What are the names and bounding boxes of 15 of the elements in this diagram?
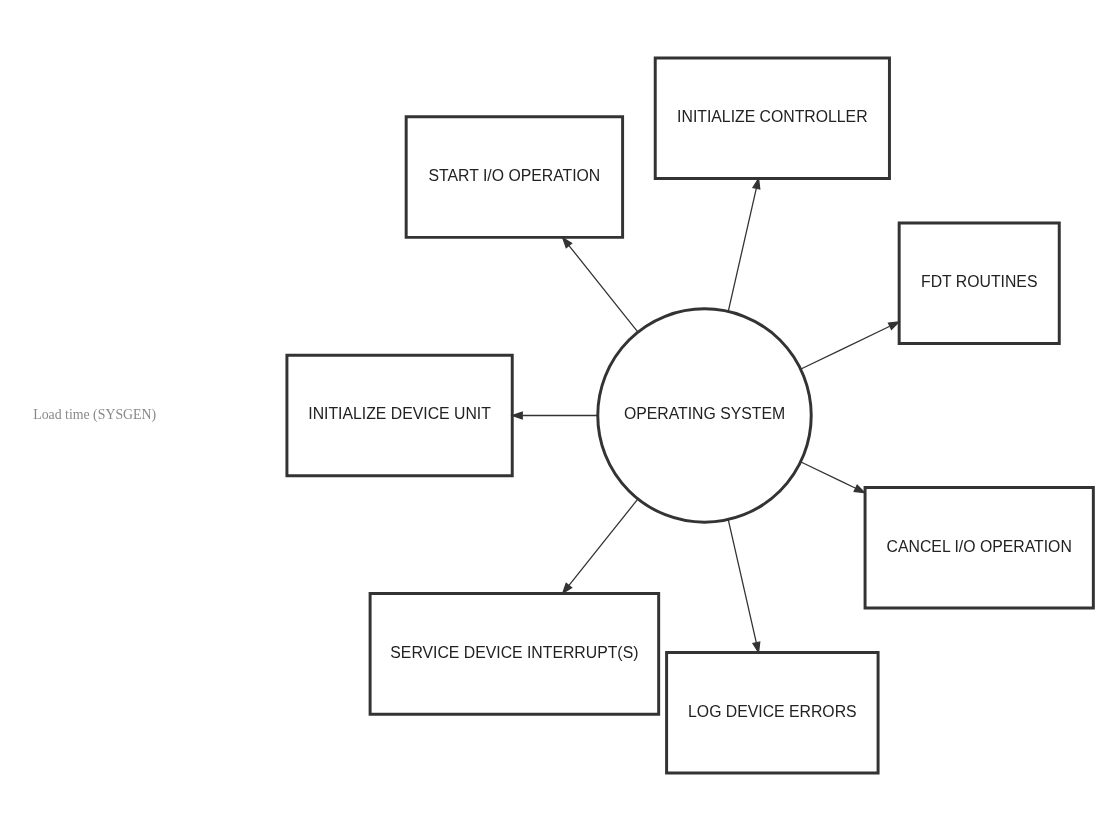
arrow xyxy=(727,518,761,654)
node-box: CANCEL I/O OPERATION xyxy=(863,485,1095,610)
node-box: INITIALIZE DEVICE UNIT xyxy=(285,353,514,477)
node-circle: OPERATING SYSTEM xyxy=(596,306,813,524)
arrow xyxy=(561,498,639,595)
arrow xyxy=(510,410,599,420)
label: Load time (SYSGEN) xyxy=(33,406,157,422)
node-box: SERVICE DEVICE INTERRUPT(S) xyxy=(368,591,661,716)
arrow xyxy=(561,235,639,332)
node-box: LOG DEVICE ERRORS xyxy=(665,650,880,775)
node-box: INITIALIZE CONTROLLER xyxy=(653,55,891,180)
node-box: START I/O OPERATION xyxy=(404,114,625,239)
arrow xyxy=(800,320,901,370)
node-box: FDT ROUTINES xyxy=(897,220,1061,345)
arrow xyxy=(800,460,867,493)
